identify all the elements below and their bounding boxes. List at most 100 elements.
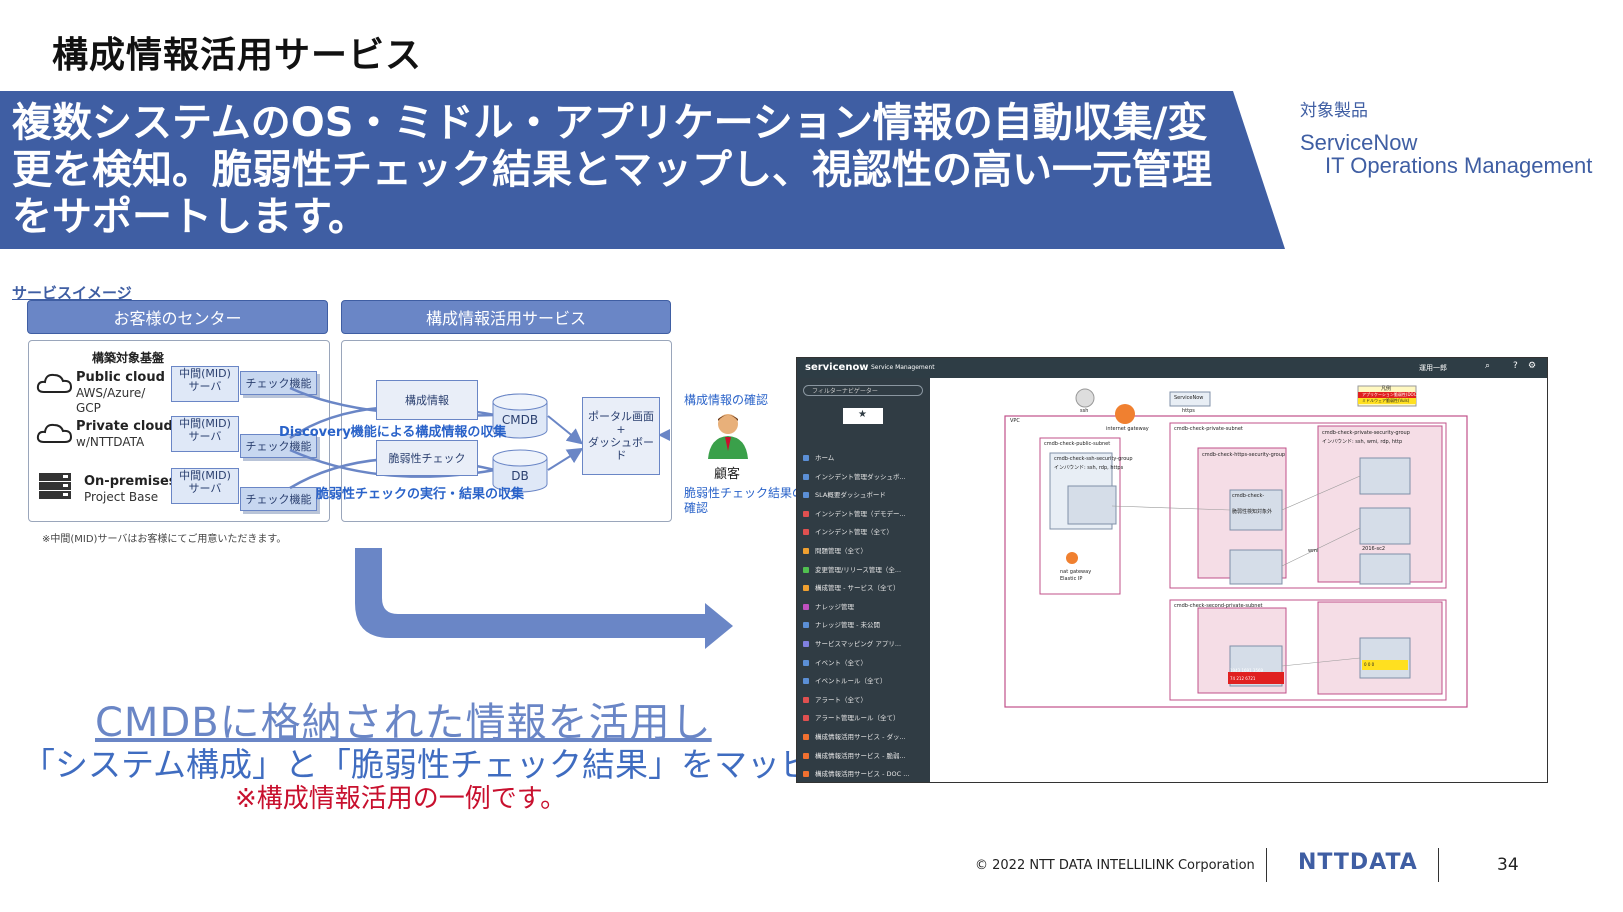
headline-banner [0,91,1285,249]
wmi-label: wmi [1308,548,1319,554]
nav-item[interactable]: アラート管理ルール（全て） [803,712,900,722]
private-sg-label: cmdb-check-private-security-group [1322,430,1410,436]
nav-item-icon [803,548,809,554]
service-map [1004,385,1468,708]
nav-item[interactable]: ナレッジ管理 [803,601,854,611]
nav-item-icon [803,510,809,517]
env-onprem-sub: Project Base [84,490,159,504]
https-sg-label: cmdb-check-https-security-group [1202,452,1286,458]
target-product-module: IT Operations Management [1325,153,1593,178]
nav-item-icon [803,752,809,759]
nav-item-label: 変更管理/リリース管理（全... [815,565,902,574]
headline-text: 複数システムのOS・ミドル・アプリケーション情報の自動収集/変更を検知。脆弱性チ… [12,100,1212,240]
env-onprem-name: On-premises [84,474,177,489]
vuln-count-c: 0 0 0 [1364,662,1375,667]
flow-arrow [355,548,733,649]
nav-item-label: インシデント管理ダッシュボ... [815,472,906,481]
nav-item[interactable]: 構成情報活用サービス - ダッ... [803,731,906,741]
nav-item[interactable]: 変更管理/リリース管理（全... [803,564,901,574]
config-info-box: 構成情報 [376,380,478,420]
inbound-label: インバウンド: ssh, rdp, https [1054,465,1124,471]
target-product-label: 対象製品 [1300,101,1368,121]
footer-divider [1438,848,1439,882]
nav-item-label: アラート（全て） [815,695,867,704]
nav-item[interactable]: 問題管理（全て） [803,545,867,555]
nav-item[interactable]: ナレッジ管理 - 未公開 [803,619,880,629]
server-icon [39,473,71,499]
nav-item[interactable]: アラート（全て） [803,694,867,704]
nav-item-icon [803,641,809,647]
nav-item-label: ナレッジ管理 [815,602,854,611]
nav-item-icon [803,622,809,629]
slide-title: 構成情報活用サービス [52,35,423,76]
inbound-wmi-label: インバウンド: ssh, wmi, rdp, http [1322,439,1403,445]
vuln-check-box: 脆弱性チェック [376,440,478,476]
ssh-label: ssh [1080,408,1089,414]
nat-gateway-label: nat gateway [1060,569,1092,575]
nav-item[interactable]: インシデント管理ダッシュボ... [803,471,906,481]
nav-item[interactable]: イベント（全て） [803,657,867,667]
https-label: https [1182,408,1195,414]
nav-item[interactable]: SLA概要ダッシュボード [803,489,886,499]
nav-item[interactable]: サービスマッピング アプリ... [803,638,901,648]
mid-server-box: 中間(MID)サーバ [171,366,239,402]
cmdb-usage-heading: CMDBに格納された情報を活用し [95,700,712,746]
mid-server-box: 中間(MID)サーバ [171,468,239,504]
nav-item-label: イベントルール（全て） [815,677,887,686]
customer-icon [708,414,748,459]
nav-item-label: アラート管理ルール（全て） [815,714,900,723]
copyright: © 2022 NTT DATA INTELLILINK Corporation [975,858,1255,873]
vuln-confirm-label-2: 確認 [684,501,709,515]
target-product-name: ServiceNow [1300,130,1418,155]
ssh-sg-label: cmdb-check-ssh-security-group [1054,456,1133,462]
vuln-target-label: 脆弱性検知対象外 [1232,509,1273,515]
internet-gateway-label: internet gateway [1106,426,1149,432]
nav-item-icon [803,585,809,592]
nav-item-icon [803,603,809,610]
nav-item[interactable]: 構成情報活用サービス - 脆弱... [803,750,906,760]
second-private-subnet-label: cmdb-check-second-private-subnet [1174,603,1263,609]
nav-item-label: ナレッジ管理 - 未公開 [815,621,880,630]
nav-item[interactable]: インシデント管理（全て） [803,526,893,536]
vuln-count-b: 74 212 6721 [1230,676,1256,681]
cloud-icon [36,423,73,443]
servicenow-logo: servicenow [805,362,869,373]
vuln-exec-label: 脆弱性チェックの実行・結果の収集 [316,487,525,502]
nav-item-icon [803,715,809,722]
mid-server-note: ※中間(MID)サーバはお客様にてご用意いただきます。 [42,534,287,545]
favorites-tab[interactable]: ★ [843,408,883,424]
nttdata-logo: NTTDATA [1298,850,1418,875]
nav-item[interactable]: 構成管理 - サービス（全て） [803,582,899,592]
help-icon[interactable]: ? [1513,361,1518,371]
nav-item-label: イベント（全て） [815,658,867,667]
nav-item[interactable]: イベントルール（全て） [803,675,887,685]
servicenow-screenshot: servicenow Service Management 運用一郎 ⌕ ? ⚙… [796,357,1548,783]
nav-item-icon [803,734,809,740]
page-number: 34 [1497,855,1519,875]
env-public-cloud-name: Public cloud [76,370,165,385]
customer-label: 顧客 [714,467,741,482]
search-icon[interactable]: ⌕ [1485,361,1491,371]
nav-item-label: 構成情報活用サービス - 脆弱... [815,751,906,760]
check-function-box: チェック機能 [240,487,317,511]
nav-item[interactable]: ホーム [803,452,834,462]
legend-title: 凡例 [1381,386,1392,392]
nav-item-label: 構成管理 - サービス（全て） [815,584,900,593]
nav-item[interactable]: インシデント管理（デモデー... [803,508,906,518]
servicenow-node-label: ServiceNow [1174,395,1204,401]
os-label: 2016-sc2 [1362,546,1386,552]
nav-item-icon [803,659,809,666]
filter-navigator-input[interactable]: フィルターナビゲーター [803,385,923,396]
nav-item[interactable]: 構成情報活用サービス - DOC ... [803,768,909,778]
env-private-cloud-name: Private cloud [76,419,173,434]
private-subnet-label: cmdb-check-private-subnet [1174,426,1243,432]
portal-dashboard-box: ポータル画面+ダッシュボード [582,397,660,475]
nav-item-label: 構成情報活用サービス - ダッ... [815,733,906,741]
gear-icon[interactable]: ⚙ [1528,361,1537,371]
user-menu[interactable]: 運用一郎 [1419,364,1447,372]
vuln-confirm-label: 脆弱性チェック結果の [684,486,805,500]
legend-yellow: ミドルウェア脆弱性(Vuls) [1362,398,1410,403]
nav-item-label: 構成情報活用サービス - DOC ... [815,770,910,779]
star-icon: ★ [858,409,867,420]
db-label: DB [511,469,529,483]
